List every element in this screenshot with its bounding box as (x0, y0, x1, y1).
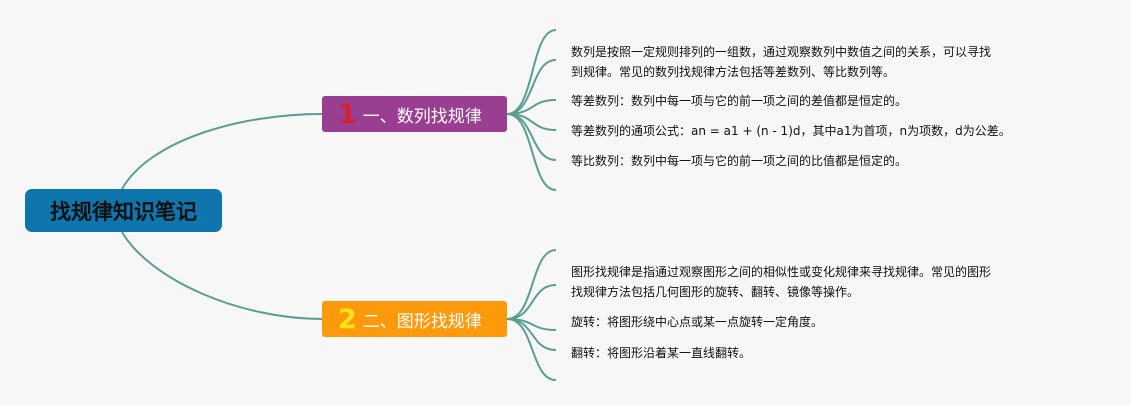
leaf-geometric-sequence[interactable]: 等比数列：数列中每一项与它的前一项之间的比值都是恒定的。 (571, 151, 907, 171)
connector-branch-1-leaf (506, 59, 557, 115)
connector-branch-1-leaf (506, 29, 557, 115)
leaf-line: 旋转：将图形绕中心点或某一点旋转一定角度。 (571, 315, 824, 329)
root-node[interactable]: 找规律知识笔记 (25, 189, 222, 232)
leaf-sequence-intro[interactable]: 数列是按照一定规则排列的一组数，通过观察数列中数值之间的关系，可以寻找 到规律。… (571, 42, 1091, 82)
leaf-shape-intro[interactable]: 图形找规律是指通过观察图形之间的相似性或变化规律来寻找规律。常见的图形 找规律方… (571, 262, 1091, 302)
connector-branch-1-leaf (506, 113, 557, 191)
leaf-flip[interactable]: 翻转：将图形沿着某一直线翻转。 (571, 343, 751, 363)
leaf-line: 等比数列：数列中每一项与它的前一项之间的比值都是恒定的。 (571, 154, 908, 168)
branch-number-badge: 1 (338, 98, 357, 130)
connector-branch-2-leaf (506, 318, 557, 381)
branch-number-badge: 2 (338, 303, 357, 335)
leaf-arithmetic-sequence[interactable]: 等差数列：数列中每一项与它的前一项之间的差值都是恒定的。 (571, 91, 907, 111)
leaf-line: 翻转：将图形沿着某一直线翻转。 (571, 346, 752, 360)
branch-node-shape[interactable]: 2 二、图形找规律 (322, 301, 507, 337)
leaf-line: 数列是按照一定规则排列的一组数，通过观察数列中数值之间的关系，可以寻找 (571, 45, 992, 59)
branch-label: 一、数列找规律 (362, 106, 482, 127)
leaf-line: 到规律。常见的数列找规律方法包括等差数列、等比数列等。 (571, 65, 896, 79)
leaf-rotation[interactable]: 旋转：将图形绕中心点或某一点旋转一定角度。 (571, 312, 823, 332)
leaf-arithmetic-formula[interactable]: 等差数列的通项公式：an = a1 + (n - 1)d，其中a1为首项，n为项… (571, 121, 1011, 141)
leaf-line: 找规律方法包括几何图形的旋转、翻转、镜像等操作。 (571, 285, 860, 299)
connector-root-branch-1 (121, 113, 323, 190)
leaf-line: 图形找规律是指通过观察图形之间的相似性或变化规律来寻找规律。常见的图形 (571, 265, 992, 279)
leaf-line: 等差数列：数列中每一项与它的前一项之间的差值都是恒定的。 (571, 94, 908, 108)
root-label: 找规律知识笔记 (50, 199, 197, 224)
leaf-line: 等差数列的通项公式：an = a1 + (n - 1)d，其中a1为首项，n为项… (571, 124, 1011, 138)
connector-root-branch-2 (121, 231, 323, 320)
branch-node-sequence[interactable]: 1 一、数列找规律 (322, 96, 507, 132)
branch-label: 二、图形找规律 (362, 311, 482, 332)
connector-branch-2-leaf (506, 249, 557, 320)
connector-branch-2-leaf (506, 284, 557, 320)
